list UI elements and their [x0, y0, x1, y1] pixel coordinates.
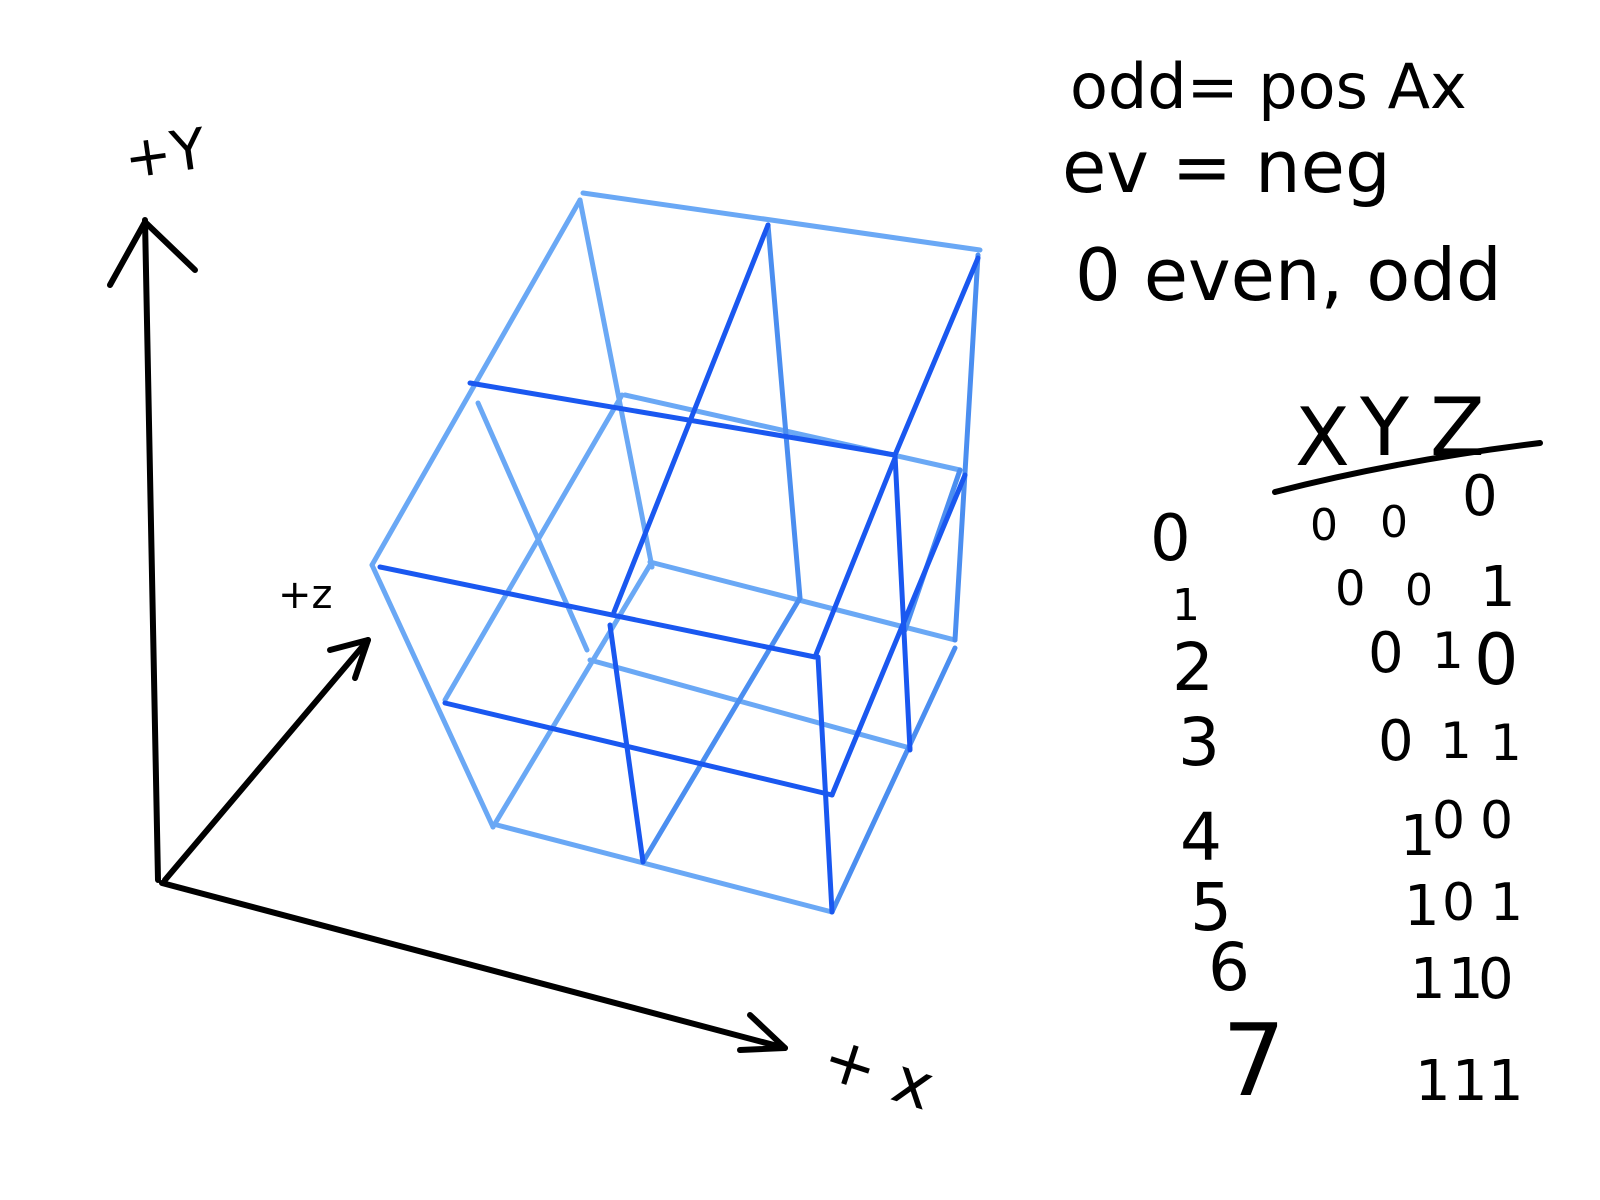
cube-front-edges: [377, 222, 981, 915]
cube-edge: [475, 400, 590, 653]
cube-edge: [892, 452, 913, 753]
cell-x: 1: [1415, 1049, 1451, 1114]
cell-z: 0: [1478, 947, 1514, 1012]
cube-edge: [580, 190, 983, 253]
cube-edge: [640, 595, 803, 865]
cube-edge: [765, 222, 803, 601]
cube-edge: [494, 822, 835, 915]
table-row: 3 0 1 1: [1178, 704, 1522, 781]
note-even-negative: ev = neg: [1062, 125, 1391, 209]
y-axis-line: [142, 217, 161, 883]
cell-z: 0: [1474, 619, 1519, 701]
cube-edge: [647, 559, 958, 643]
table-row: 6 1 1 0: [1208, 929, 1514, 1012]
cube-edge: [815, 654, 835, 915]
row-index: 1: [1172, 580, 1200, 631]
cube-edge: [587, 657, 913, 751]
cube-edge: [377, 564, 818, 660]
x-axis-line: [159, 880, 788, 1051]
axes: +Y +z + x: [107, 116, 943, 1126]
cell-z: 1: [1490, 873, 1523, 933]
cube-edge: [442, 700, 835, 798]
cube-edge: [829, 472, 968, 798]
cell-z: 0: [1480, 791, 1513, 851]
cell-z: 1: [1488, 1049, 1524, 1114]
cube-edge: [369, 562, 496, 830]
cube-edge: [622, 392, 963, 473]
cell-x: 0: [1310, 500, 1338, 551]
cube-edge: [467, 380, 898, 458]
cube-edge: [490, 562, 653, 830]
row-index: 6: [1208, 929, 1250, 1006]
z-axis-arrowhead: [327, 637, 371, 681]
table-row: 1 0 0 1: [1172, 555, 1516, 631]
table-row: 4 1 0 0: [1180, 791, 1513, 876]
cell-y: 1: [1452, 1049, 1488, 1114]
cell-x: 1: [1400, 804, 1436, 869]
cube-edge: [952, 252, 981, 643]
row-index: 0: [1150, 502, 1191, 576]
row-index: 7: [1222, 1002, 1286, 1119]
table-header-underline: [1272, 440, 1543, 495]
row-index: 5: [1190, 869, 1232, 946]
x-axis-arrowhead: [737, 1012, 788, 1053]
cube-edge: [442, 392, 625, 703]
y-axis-label: +Y: [120, 116, 210, 192]
z-axis-line: [162, 637, 371, 883]
cell-x: 0: [1335, 561, 1366, 617]
cell-y: 1: [1448, 947, 1484, 1012]
note-odd-positive: odd= pos Ax: [1070, 50, 1467, 123]
cell-x: 1: [1410, 947, 1446, 1012]
table-header-y: Y: [1359, 381, 1410, 474]
cell-z: 0: [1462, 464, 1498, 529]
row-index: 2: [1172, 629, 1214, 706]
table-row: 7 1 1 1: [1222, 1002, 1524, 1119]
table-row: 2 0 1 0: [1172, 619, 1519, 706]
cell-x: 0: [1368, 621, 1404, 686]
note-zero-even-odd: 0 even, odd: [1075, 233, 1502, 317]
cell-y: 0: [1380, 497, 1408, 548]
cube-edge: [829, 645, 958, 915]
cell-x: 0: [1378, 709, 1414, 774]
y-axis-arrowhead: [107, 219, 198, 288]
binary-table: X Y Z 0 0 0 0 1 0 0 1 2 0 1 0 3 0 1 1 4: [1150, 381, 1543, 1119]
table-row: 0 0 0 0: [1150, 464, 1498, 576]
table-header-x: X: [1295, 391, 1350, 484]
cube-edge: [812, 455, 898, 660]
row-index: 4: [1180, 799, 1222, 876]
notes: odd= pos Ax ev = neg 0 even, odd: [1062, 50, 1502, 317]
cell-z: 1: [1480, 555, 1516, 620]
cube-edge: [892, 255, 981, 458]
cube-wireframe: [369, 190, 983, 915]
table-row: 5 1 0 1: [1190, 869, 1523, 946]
cell-z: 1: [1490, 714, 1522, 772]
cell-y: 0: [1432, 791, 1465, 851]
z-axis-label: +z: [278, 572, 333, 618]
cell-y: 0: [1405, 565, 1433, 616]
cell-y: 0: [1442, 873, 1475, 933]
cell-y: 1: [1440, 712, 1472, 770]
cell-x: 1: [1404, 874, 1440, 939]
cube-edge: [577, 197, 655, 570]
cell-y: 1: [1432, 622, 1464, 680]
cube-edge: [611, 222, 771, 615]
x-axis-label: + x: [813, 1021, 942, 1126]
cube-edge: [607, 622, 646, 865]
row-index: 3: [1178, 704, 1220, 781]
